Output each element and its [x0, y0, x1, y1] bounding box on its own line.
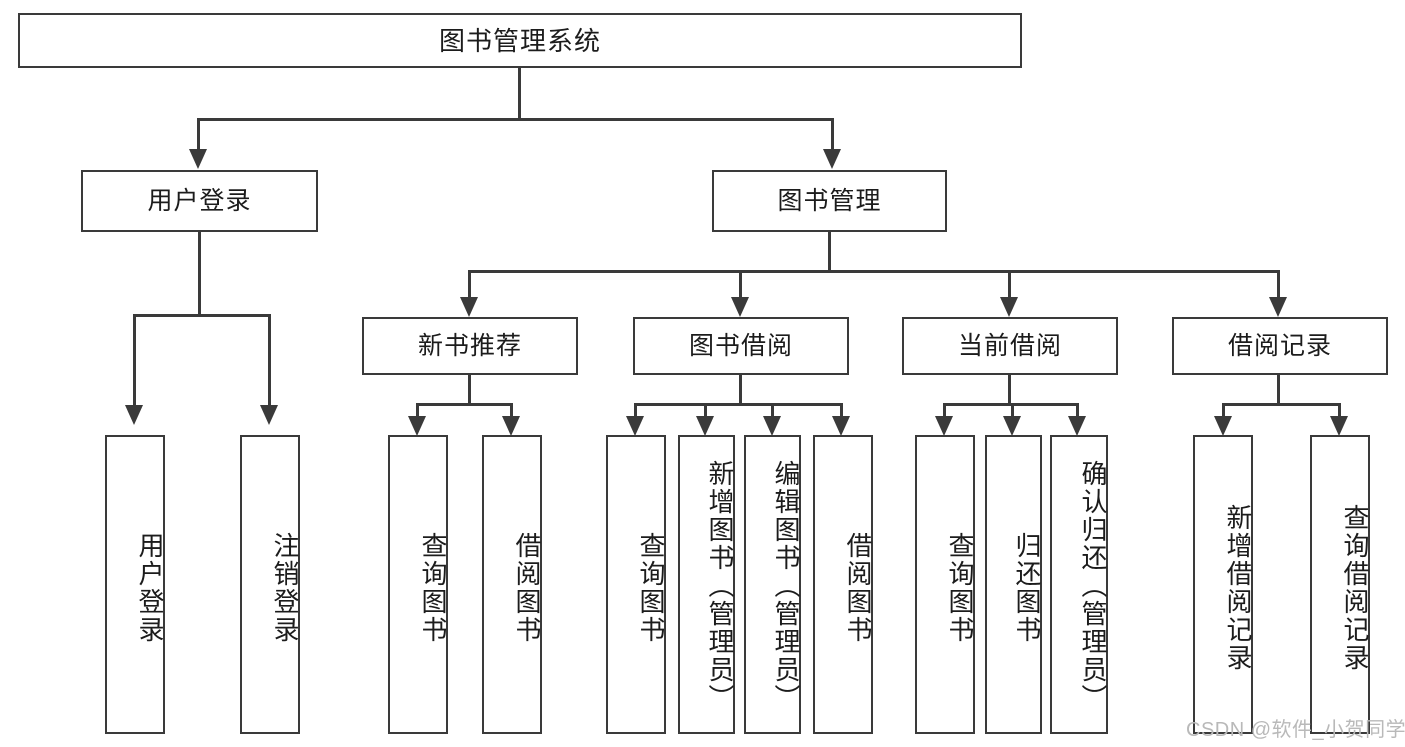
connector-borrow-record-stem [1277, 375, 1280, 403]
connector-user-login-bar [133, 314, 271, 317]
node-label: 新书推荐 [417, 331, 522, 360]
connector-book-management-stem [828, 232, 831, 270]
connector-borrow-record-to-leaf-2 [1338, 403, 1341, 416]
node-label: 当前借阅 [957, 331, 1062, 360]
arrowhead-new-book-recommend [460, 297, 478, 317]
connector-bm-to-new-book [468, 270, 471, 297]
connector-root-stem [518, 68, 521, 118]
leaf-book-borrow-query-book[interactable]: 查询图书 [606, 435, 666, 734]
arrowhead-new-book-leaf-1 [408, 416, 426, 436]
node-label: 图书管理系统 [438, 25, 601, 56]
leaf-new-book-query-book[interactable]: 查询图书 [388, 435, 448, 734]
arrowhead-current-borrow-leaf-1 [935, 416, 953, 436]
arrowhead-new-book-leaf-2 [502, 416, 520, 436]
connector-user-login-to-leaf-2 [268, 314, 271, 405]
arrowhead-to-book-management [823, 149, 841, 169]
arrowhead-current-borrow-leaf-2 [1003, 416, 1021, 436]
node-label: 用户登录 [147, 186, 252, 215]
leaf-current-borrow-return-book[interactable]: 归还图书 [985, 435, 1042, 734]
arrowhead-to-user-login [189, 149, 207, 169]
node-label: 查询图书 [636, 531, 666, 644]
connector-book-borrow-stem [739, 375, 742, 403]
node-new-book-recommend[interactable]: 新书推荐 [362, 317, 578, 375]
node-label: 编辑图书（管理员） [771, 459, 801, 712]
node-label: 确认归还（管理员） [1078, 459, 1108, 712]
node-book-borrow[interactable]: 图书借阅 [633, 317, 849, 375]
leaf-borrow-record-add-record[interactable]: 新增借阅记录 [1193, 435, 1253, 734]
connector-book-borrow-bar [634, 403, 843, 406]
arrowhead-user-login-leaf-1 [125, 405, 143, 425]
connector-current-borrow-to-leaf-1 [943, 403, 946, 416]
node-label: 借阅图书 [512, 531, 542, 644]
leaf-book-borrow-add-book-admin[interactable]: 新增图书（管理员） [678, 435, 735, 734]
connector-current-borrow-stem [1008, 375, 1011, 403]
leaf-book-borrow-borrow-book[interactable]: 借阅图书 [813, 435, 873, 734]
connector-bm-to-current-borrow [1008, 270, 1011, 297]
node-borrow-record[interactable]: 借阅记录 [1172, 317, 1388, 375]
connector-book-management-bar [468, 270, 1280, 273]
arrowhead-user-login-leaf-2 [260, 405, 278, 425]
node-label: 查询借阅记录 [1340, 503, 1370, 672]
connector-user-login-to-leaf-1 [133, 314, 136, 405]
connector-borrow-record-to-leaf-1 [1222, 403, 1225, 416]
arrowhead-current-borrow-leaf-3 [1068, 416, 1086, 436]
arrowhead-book-borrow-leaf-2 [696, 416, 714, 436]
leaf-new-book-borrow-book[interactable]: 借阅图书 [482, 435, 542, 734]
arrowhead-book-borrow [731, 297, 749, 317]
node-user-login[interactable]: 用户登录 [81, 170, 318, 232]
connector-book-borrow-to-leaf-1 [634, 403, 637, 416]
connector-root-to-user-login [197, 118, 200, 149]
connector-new-book-to-leaf-2 [510, 403, 513, 416]
leaf-user-login-logout[interactable]: 注销登录 [240, 435, 300, 734]
connector-new-book-stem [468, 375, 471, 403]
arrowhead-book-borrow-leaf-4 [832, 416, 850, 436]
arrowhead-book-borrow-leaf-1 [626, 416, 644, 436]
connector-current-borrow-to-leaf-3 [1076, 403, 1079, 416]
arrowhead-current-borrow [1000, 297, 1018, 317]
csdn-watermark: CSDN @软件_小贺同学 [1186, 719, 1405, 741]
arrowhead-borrow-record [1269, 297, 1287, 317]
node-label: 新增借阅记录 [1223, 503, 1253, 672]
node-book-management[interactable]: 图书管理 [712, 170, 947, 232]
connector-book-borrow-to-leaf-4 [840, 403, 843, 416]
connector-user-login-stem [198, 232, 201, 314]
node-label: 归还图书 [1012, 531, 1042, 644]
node-root-book-management-system[interactable]: 图书管理系统 [18, 13, 1022, 68]
node-current-borrow[interactable]: 当前借阅 [902, 317, 1118, 375]
node-label: 新增图书（管理员） [705, 459, 735, 712]
leaf-current-borrow-confirm-return-admin[interactable]: 确认归还（管理员） [1050, 435, 1108, 734]
arrowhead-borrow-record-leaf-2 [1330, 416, 1348, 436]
leaf-borrow-record-query-record[interactable]: 查询借阅记录 [1310, 435, 1370, 734]
leaf-current-borrow-query-book[interactable]: 查询图书 [915, 435, 975, 734]
node-label: 注销登录 [270, 531, 300, 644]
node-label: 借阅记录 [1227, 331, 1332, 360]
connector-book-borrow-to-leaf-2 [704, 403, 707, 416]
connector-new-book-to-leaf-1 [416, 403, 419, 416]
node-label: 图书管理 [777, 186, 882, 215]
arrowhead-borrow-record-leaf-1 [1214, 416, 1232, 436]
connector-borrow-record-bar [1222, 403, 1341, 406]
connector-book-borrow-to-leaf-3 [771, 403, 774, 416]
node-label: 查询图书 [945, 531, 975, 644]
connector-root-to-book-management [831, 118, 834, 149]
node-label: 用户登录 [135, 531, 165, 644]
leaf-user-login-login[interactable]: 用户登录 [105, 435, 165, 734]
node-label: 图书借阅 [688, 331, 793, 360]
node-label: 借阅图书 [843, 531, 873, 644]
connector-current-borrow-to-leaf-2 [1011, 403, 1014, 416]
connector-bm-to-book-borrow [739, 270, 742, 297]
leaf-book-borrow-edit-book-admin[interactable]: 编辑图书（管理员） [744, 435, 801, 734]
node-label: 查询图书 [418, 531, 448, 644]
connector-new-book-bar [416, 403, 513, 406]
connector-root-bar [197, 118, 834, 121]
arrowhead-book-borrow-leaf-3 [763, 416, 781, 436]
connector-bm-to-borrow-record [1277, 270, 1280, 297]
